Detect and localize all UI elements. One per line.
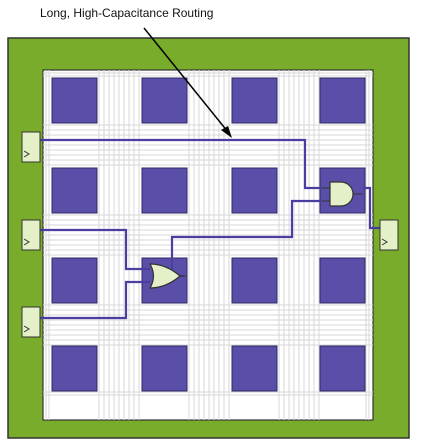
io-pad-left-top — [21, 131, 41, 163]
logic-block — [319, 345, 366, 392]
route-left-mid-to-or — [40, 228, 150, 271]
logic-block — [231, 345, 278, 392]
logic-block — [231, 257, 278, 304]
route-and-to-output — [363, 186, 380, 230]
io-pad-left-bottom — [21, 306, 41, 338]
logic-blocks — [51, 77, 366, 392]
logic-block — [51, 345, 98, 392]
logic-block — [51, 167, 98, 214]
logic-block — [141, 77, 188, 124]
logic-block — [51, 77, 98, 124]
logic-block — [231, 77, 278, 124]
caption-long-high-capacitance-routing: Long, High-Capacitance Routing — [40, 6, 214, 20]
logic-block — [141, 167, 188, 214]
route-left-bottom-to-or — [40, 280, 150, 320]
io-pad-right-middle — [379, 219, 399, 251]
logic-block — [51, 257, 98, 304]
caption-arrow — [143, 27, 232, 138]
route-long-net — [40, 138, 322, 190]
logic-block — [141, 345, 188, 392]
io-pad-left-middle — [21, 219, 41, 251]
and-gate-icon — [322, 181, 363, 207]
logic-block — [319, 257, 366, 304]
or-gate-icon — [148, 263, 186, 289]
logic-block — [319, 77, 366, 124]
logic-block — [231, 167, 278, 214]
io-pads — [21, 131, 399, 338]
